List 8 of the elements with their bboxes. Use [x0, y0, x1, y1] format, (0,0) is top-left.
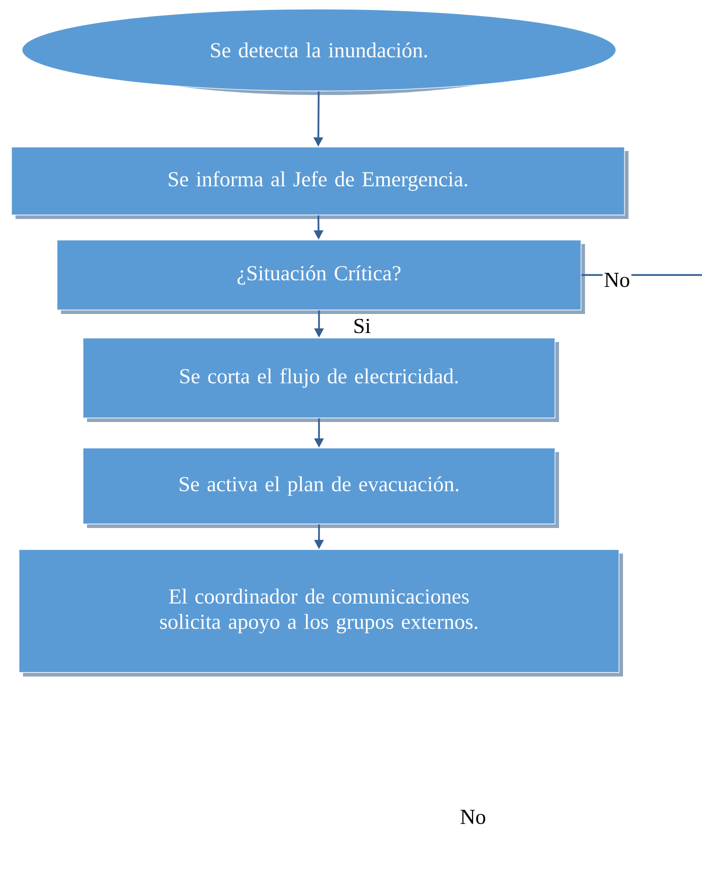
process-box: ¿Situación Crítica?	[56, 240, 585, 314]
process-box: Se activa el plan de evacuación.	[82, 448, 559, 528]
edge-label: Si	[354, 318, 370, 334]
process-box: El coordinador de comunicaciones solicita apoyo a los grupos externos.	[18, 549, 623, 676]
edge-label: No	[604, 272, 630, 288]
process-box: Se corta el flujo de electricidad.	[82, 338, 559, 422]
process-box: Se informa al Jefe de Emergencia.	[11, 146, 628, 219]
note-label: No	[460, 810, 486, 824]
